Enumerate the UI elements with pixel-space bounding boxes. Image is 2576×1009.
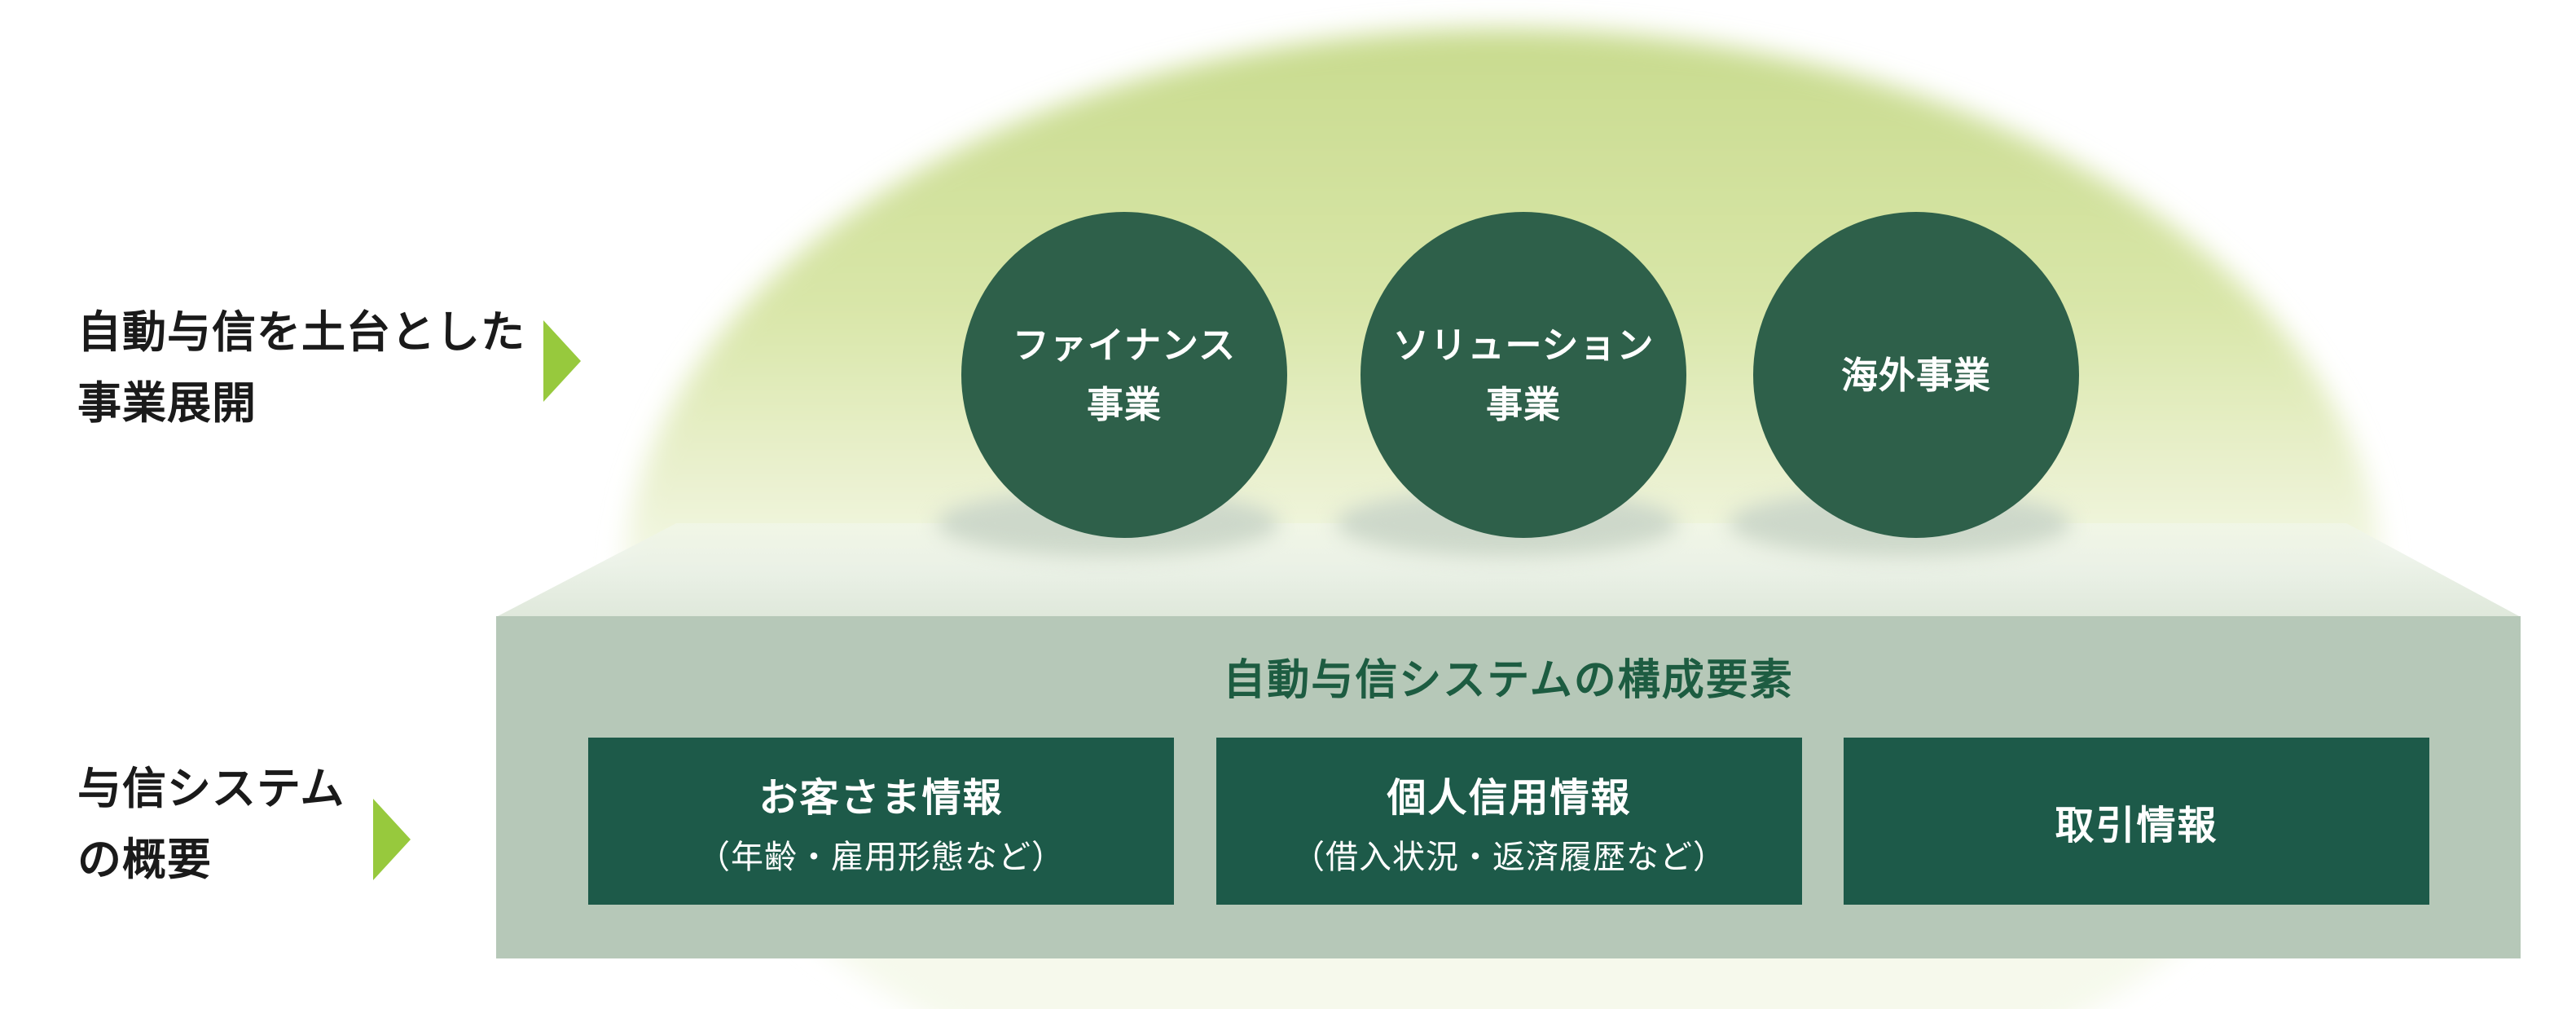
circle-label: ソリューション <box>1392 324 1655 366</box>
circle-label: ファイナンス <box>1012 324 1237 366</box>
business-circle-finance: ファイナンス 事業 <box>961 212 1287 538</box>
business-circle-overseas: 海外事業 <box>1753 212 2079 538</box>
info-box-subtitle: （借入状況・返済履歴など） <box>1292 839 1726 875</box>
section-label-line: 自動与信を土台とした <box>77 308 525 357</box>
section-label-business-development: 自動与信を土台とした 事業展開 <box>77 297 525 440</box>
info-box-subtitle: （年齢・雇用形態など） <box>697 839 1065 875</box>
info-box-title: お客さま情報 <box>758 776 1004 820</box>
info-box-title: 個人信用情報 <box>1387 776 1632 820</box>
info-box-transaction: 取引情報 <box>1844 738 2429 905</box>
circle-label: 事業 <box>1086 384 1162 425</box>
info-box-title: 取引情報 <box>2055 804 2218 848</box>
platform-title: 自動与信システムの構成要素 <box>1223 657 1794 704</box>
section-label-line: 与信システム <box>77 764 345 813</box>
arrow-right-icon <box>373 799 411 880</box>
circle-label: 事業 <box>1485 384 1561 425</box>
arrow-right-icon <box>543 320 581 402</box>
business-circle-solution: ソリューション 事業 <box>1361 212 1686 538</box>
info-box-customer: お客さま情報 （年齢・雇用形態など） <box>588 738 1174 905</box>
info-box-personal-credit: 個人信用情報 （借入状況・返済履歴など） <box>1216 738 1802 905</box>
circle-label: 海外事業 <box>1840 354 1991 396</box>
section-label-line: の概要 <box>77 835 212 885</box>
section-label-credit-system-overview: 与信システム の概要 <box>77 754 345 897</box>
section-label-line: 事業展開 <box>77 379 257 429</box>
